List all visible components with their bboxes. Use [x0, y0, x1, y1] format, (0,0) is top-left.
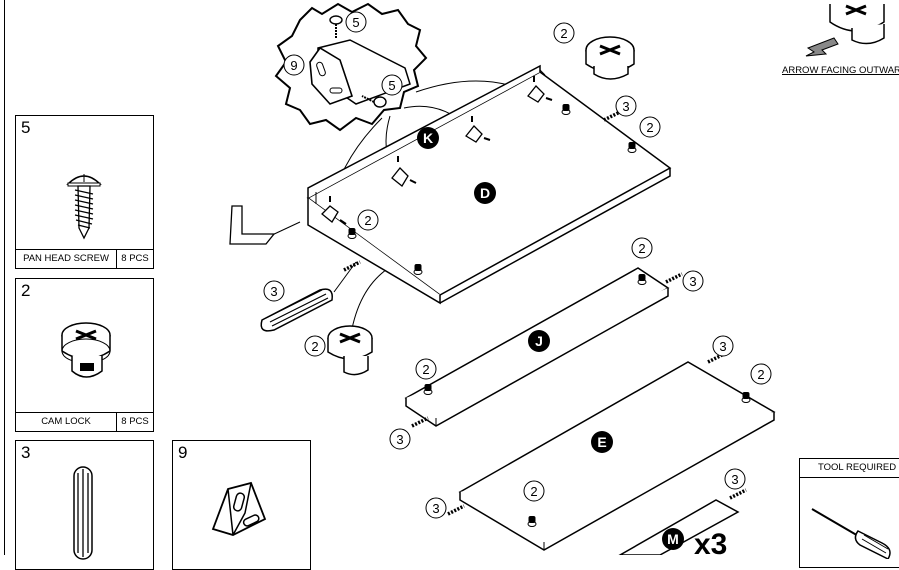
part-qty: 8 PCS — [121, 416, 149, 427]
brackets-on-d — [321, 85, 545, 223]
label-e: E — [591, 431, 613, 453]
part-box-cam-lock: 2 CAM LOCK 8 PCS — [15, 278, 154, 432]
svg-text:3: 3 — [719, 339, 726, 354]
part-name: PAN HEAD SCREW — [16, 250, 117, 268]
callout-cam-e-right: 2 — [750, 363, 772, 385]
label-j: J — [528, 330, 550, 352]
svg-text:2: 2 — [757, 367, 764, 382]
part-number: 5 — [21, 118, 31, 137]
callout-dowel-j-right: 3 — [682, 270, 704, 292]
callout-dowel-d: 3 — [615, 95, 637, 117]
label-d: D — [474, 182, 496, 204]
label-k: K — [417, 127, 439, 149]
svg-text:K: K — [423, 130, 433, 146]
svg-text:3: 3 — [731, 472, 738, 487]
panel-e — [458, 361, 776, 551]
dowel-icon — [73, 466, 93, 560]
callout-cam-j-left: 2 — [415, 358, 437, 380]
cam-lock-large-top — [585, 36, 635, 80]
arrow-cam-detail — [805, 4, 885, 57]
callout-cam-right: 2 — [639, 116, 661, 138]
callout-dowel-e-left: 3 — [425, 497, 447, 519]
part-box-screw: 5 PAN HEAD SCREW 8 PCS — [15, 115, 154, 269]
svg-text:2: 2 — [530, 484, 537, 499]
dowel-large — [260, 261, 357, 332]
svg-text:9: 9 — [290, 58, 297, 73]
part-box-bracket: 9 — [172, 440, 311, 570]
svg-text:J: J — [535, 333, 543, 349]
corner-bracket-icon — [211, 481, 267, 536]
label-m: M — [662, 528, 684, 550]
callout-dowel-big: 3 — [263, 280, 285, 302]
callout-dowel-m: 3 — [724, 468, 746, 490]
svg-text:D: D — [480, 185, 490, 201]
callout-5a: 5 — [345, 11, 367, 33]
screwdriver-icon — [811, 508, 891, 559]
part-name: CAM LOCK — [16, 413, 117, 431]
svg-text:3: 3 — [622, 99, 629, 114]
svg-text:2: 2 — [422, 362, 429, 377]
svg-text:2: 2 — [638, 241, 645, 256]
callout-cam-big: 2 — [304, 335, 326, 357]
callout-dowel-j-left: 3 — [389, 428, 411, 450]
part-qty: 8 PCS — [121, 253, 149, 264]
svg-text:M: M — [667, 531, 679, 547]
part-number: 3 — [21, 443, 31, 462]
callout-cam-left-d: 2 — [357, 209, 379, 231]
assembly-diagram: 5 9 5 — [229, 2, 885, 555]
cam-lock-icon — [61, 322, 111, 378]
tool-required-box: TOOL REQUIRED — [799, 458, 899, 568]
svg-text:E: E — [597, 434, 606, 450]
part-box-dowel: 3 — [15, 440, 154, 570]
svg-text:3: 3 — [432, 501, 439, 516]
arrow-note-text: ARROW FACING OUTWARD — [782, 65, 899, 76]
screw-icon — [66, 174, 102, 240]
svg-text:3: 3 — [270, 284, 277, 299]
bracket-side-view — [229, 205, 276, 245]
svg-text:3: 3 — [689, 274, 696, 289]
callout-cam-e-bottom: 2 — [523, 480, 545, 502]
quantity-multiplier: x3 — [694, 528, 728, 561]
tool-required-title: TOOL REQUIRED — [800, 459, 899, 478]
svg-text:3: 3 — [396, 432, 403, 447]
left-border-line — [4, 0, 5, 555]
svg-text:2: 2 — [646, 120, 653, 135]
callout-5b: 5 — [381, 74, 403, 96]
callout-cam-top: 2 — [553, 22, 575, 44]
svg-text:2: 2 — [364, 213, 371, 228]
svg-text:5: 5 — [352, 15, 359, 30]
part-number: 9 — [178, 443, 188, 462]
svg-text:5: 5 — [388, 78, 395, 93]
svg-text:2: 2 — [311, 339, 318, 354]
part-number: 2 — [21, 281, 31, 300]
panel-m — [618, 499, 740, 555]
cam-lock-large-left — [327, 325, 373, 376]
part-footer: CAM LOCK 8 PCS — [16, 412, 153, 431]
svg-text:2: 2 — [560, 26, 567, 41]
screws-on-d — [329, 76, 553, 225]
part-footer: PAN HEAD SCREW 8 PCS — [16, 249, 153, 268]
callout-dowel-e-top: 3 — [712, 335, 734, 357]
callout-9: 9 — [283, 54, 305, 76]
callout-cam-j-top: 2 — [631, 237, 653, 259]
